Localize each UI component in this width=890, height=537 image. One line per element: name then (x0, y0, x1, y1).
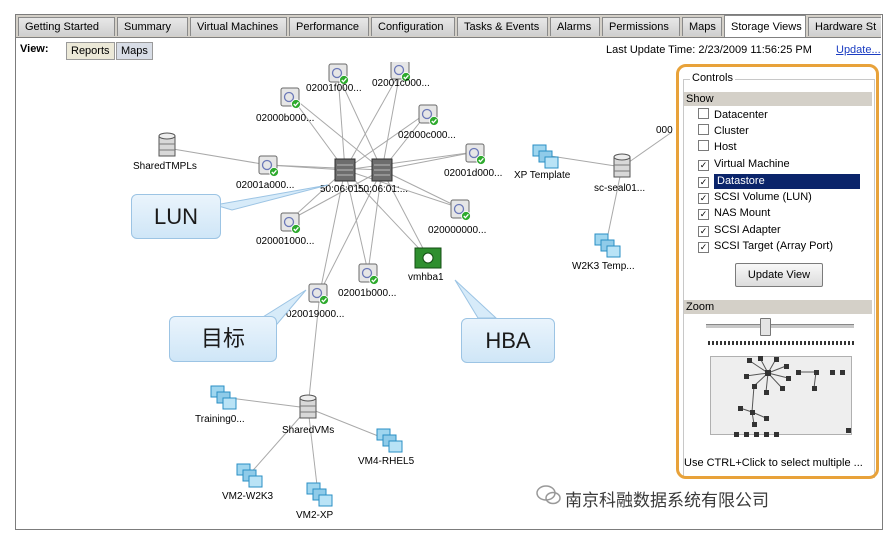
check-icon[interactable]: ✓ (698, 193, 709, 204)
callout-lun: LUN (131, 194, 221, 239)
storage-map[interactable] (16, 62, 676, 527)
tab-virtual-machines[interactable]: Virtual Machines (190, 17, 287, 36)
update-link[interactable]: Update... (836, 44, 881, 56)
tab-storage-views[interactable]: Storage Views (724, 15, 806, 37)
checkbox-cluster[interactable]: Cluster (698, 124, 749, 139)
tab-hardware-status[interactable]: Hardware St (808, 17, 881, 36)
checkbox-datastore[interactable]: ✓Datastore (698, 174, 860, 189)
controls-title: Controls (690, 72, 735, 84)
node-label[interactable]: SharedTMPLs (133, 161, 197, 172)
show-section-header: Show (684, 92, 872, 106)
node-label[interactable]: 02000b000... (256, 113, 315, 124)
node-label[interactable]: 02001d000... (444, 168, 503, 179)
callout-target: 目标 (169, 316, 277, 362)
controls-hint: Use CTRL+Click to select multiple ... (684, 457, 863, 469)
node-label[interactable]: SharedVMs (282, 425, 335, 436)
node-label[interactable]: XP Template (514, 170, 571, 181)
node-label[interactable]: 02001b000... (338, 288, 397, 299)
node-label[interactable]: 02001a000... (236, 180, 295, 191)
zoom-slider-thumb[interactable] (760, 318, 771, 336)
checkbox-scsi-target[interactable]: ✓SCSI Target (Array Port) (698, 240, 833, 253)
node-label[interactable]: vmhba1 (408, 272, 444, 283)
node-label[interactable]: 02001f000... (306, 83, 362, 94)
check-icon[interactable]: ✓ (698, 177, 709, 188)
node-label[interactable]: VM2-W2K3 (222, 491, 274, 502)
view-label: View: (20, 43, 49, 55)
node-label[interactable]: Training0... (195, 414, 245, 425)
node-label[interactable]: 000 (656, 125, 673, 136)
zoom-section-header: Zoom (684, 300, 872, 314)
tab-performance[interactable]: Performance (289, 17, 369, 36)
tab-configuration[interactable]: Configuration (371, 17, 455, 36)
tab-permissions[interactable]: Permissions (602, 17, 680, 36)
map-overview-thumbnail[interactable] (710, 356, 852, 435)
tab-getting-started[interactable]: Getting Started (18, 17, 115, 36)
tab-bar: Getting Started Summary Virtual Machines… (16, 15, 881, 38)
zoom-slider-track[interactable] (706, 324, 854, 329)
watermark-text: 南京科融数据系统有限公司 (565, 491, 769, 510)
node-label[interactable]: sc-seal01... (594, 183, 646, 194)
zoom-ticks (708, 341, 856, 345)
overview-graph (734, 356, 851, 437)
tab-maps[interactable]: Maps (682, 17, 722, 36)
check-icon[interactable]: ✓ (698, 226, 709, 237)
checkbox-virtual-machine[interactable]: ✓Virtual Machine (698, 158, 790, 171)
view-toolbar: View: Reports Maps Last Update Time: 2/2… (16, 38, 881, 62)
check-icon[interactable]: ✓ (698, 242, 709, 253)
wechat-logo-icon (536, 484, 561, 505)
check-icon[interactable]: ✓ (698, 209, 709, 220)
checkbox-host[interactable]: Host (698, 140, 737, 155)
node-label[interactable]: 020019000... (286, 309, 345, 320)
checkbox-datacenter[interactable]: Datacenter (698, 108, 768, 123)
check-icon[interactable]: ✓ (698, 160, 709, 171)
checkbox-scsi-volume[interactable]: ✓SCSI Volume (LUN) (698, 191, 812, 204)
highlight-ring (676, 64, 879, 479)
tab-summary[interactable]: Summary (117, 17, 188, 36)
checkbox-box[interactable] (698, 124, 709, 135)
node-label[interactable]: VM2-XP (296, 510, 334, 521)
map-icons (158, 62, 631, 507)
node-label[interactable]: 020001000... (256, 236, 315, 247)
checkbox-scsi-adapter[interactable]: ✓SCSI Adapter (698, 224, 781, 237)
node-label[interactable]: VM4-RHEL5 (358, 456, 415, 467)
tab-alarms[interactable]: Alarms (550, 17, 600, 36)
node-label[interactable]: 02000c000... (398, 130, 456, 141)
callout-hba: HBA (461, 318, 555, 363)
maps-button[interactable]: Maps (116, 42, 153, 60)
node-label[interactable]: 02001c000... (372, 78, 430, 89)
node-label[interactable]: 50:06:01:... (320, 184, 371, 195)
tab-tasks-events[interactable]: Tasks & Events (457, 17, 548, 36)
node-label[interactable]: W2K3 Temp... (572, 261, 635, 272)
checkbox-box[interactable] (698, 108, 709, 119)
checkbox-nas-mount[interactable]: ✓NAS Mount (698, 207, 771, 220)
checkbox-box[interactable] (698, 140, 709, 151)
reports-button[interactable]: Reports (66, 42, 115, 60)
node-label[interactable]: 50:06:01:... (358, 184, 409, 195)
node-label[interactable]: 020000000... (428, 225, 487, 236)
update-view-button[interactable]: Update View (735, 263, 823, 287)
last-update-time: Last Update Time: 2/23/2009 11:56:25 PM (606, 44, 812, 56)
